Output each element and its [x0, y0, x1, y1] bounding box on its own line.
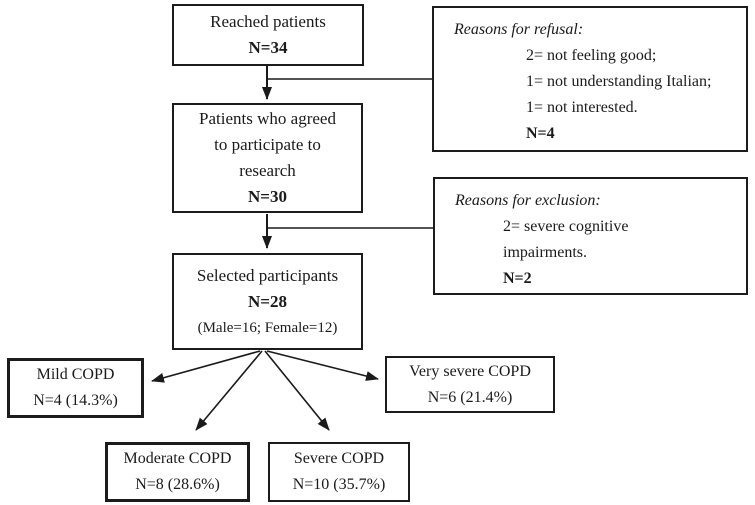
severe-copd-box: Severe COPD N=10 (35.7%) [268, 442, 410, 502]
arrow-selected-to-mild-icon [151, 350, 261, 383]
arrow-selected-to-verysevere-icon [266, 350, 379, 381]
very-severe-copd-label: Very severe COPD [409, 362, 531, 380]
reached-patients-box: Reached patients N=34 [172, 4, 364, 66]
severe-copd-count: N=10 (35.7%) [292, 476, 386, 493]
refusal-item: 1= not understanding Italian; [526, 73, 712, 90]
refusal-reasons-box: Reasons for refusal: 2= not feeling good… [432, 6, 748, 152]
refusal-count: N=4 [526, 125, 555, 142]
exclusion-item: 2= severe cognitive impairments. [503, 218, 629, 261]
exclusion-title: Reasons for exclusion: [455, 192, 601, 209]
selected-participants-box: Selected participants N=28 (Male=16; Fem… [172, 253, 363, 350]
severe-copd-label: Severe COPD [293, 450, 385, 467]
moderate-copd-label: Moderate COPD [123, 450, 232, 467]
arrow-selected-to-severe-icon [264, 350, 330, 431]
moderate-copd-count: N=8 (28.6%) [135, 476, 220, 493]
mild-copd-box: Mild COPD N=4 (14.3%) [7, 358, 144, 418]
mild-copd-label: Mild COPD [36, 366, 115, 383]
selected-participants-count: N=28 [248, 291, 287, 311]
reached-patients-count: N=34 [248, 38, 288, 57]
agreed-patients-label: Patients who agreed [199, 109, 336, 128]
exclusion-reasons-box: Reasons for exclusion: 2= severe cogniti… [433, 177, 748, 295]
refusal-title: Reasons for refusal: [454, 21, 584, 38]
agreed-patients-count: N=30 [248, 187, 287, 206]
very-severe-copd-count: N=6 (21.4%) [427, 388, 513, 406]
mild-copd-count: N=4 (14.3%) [33, 392, 118, 409]
moderate-copd-box: Moderate COPD N=8 (28.6%) [105, 442, 250, 502]
refusal-item: 2= not feeling good; [526, 47, 657, 64]
selected-participants-label: Selected participants [196, 265, 339, 285]
exclusion-items: 2= severe cognitive impairments. N=2 [503, 214, 746, 292]
agreed-patients-label: to participate to [214, 135, 321, 154]
refusal-items: 2= not feeling good; 1= not understandin… [526, 43, 746, 147]
exclusion-count: N=2 [503, 270, 532, 287]
agreed-patients-label: research [239, 161, 296, 180]
very-severe-copd-box: Very severe COPD N=6 (21.4%) [385, 356, 555, 413]
arrow-selected-to-moderate-icon [195, 350, 263, 431]
reached-patients-label: Reached patients [210, 12, 326, 31]
agreed-patients-box: Patients who agreed to participate to re… [172, 103, 363, 213]
refusal-item: 1= not interested. [526, 99, 638, 116]
selected-participants-detail: (Male=16; Female=12) [197, 319, 338, 336]
